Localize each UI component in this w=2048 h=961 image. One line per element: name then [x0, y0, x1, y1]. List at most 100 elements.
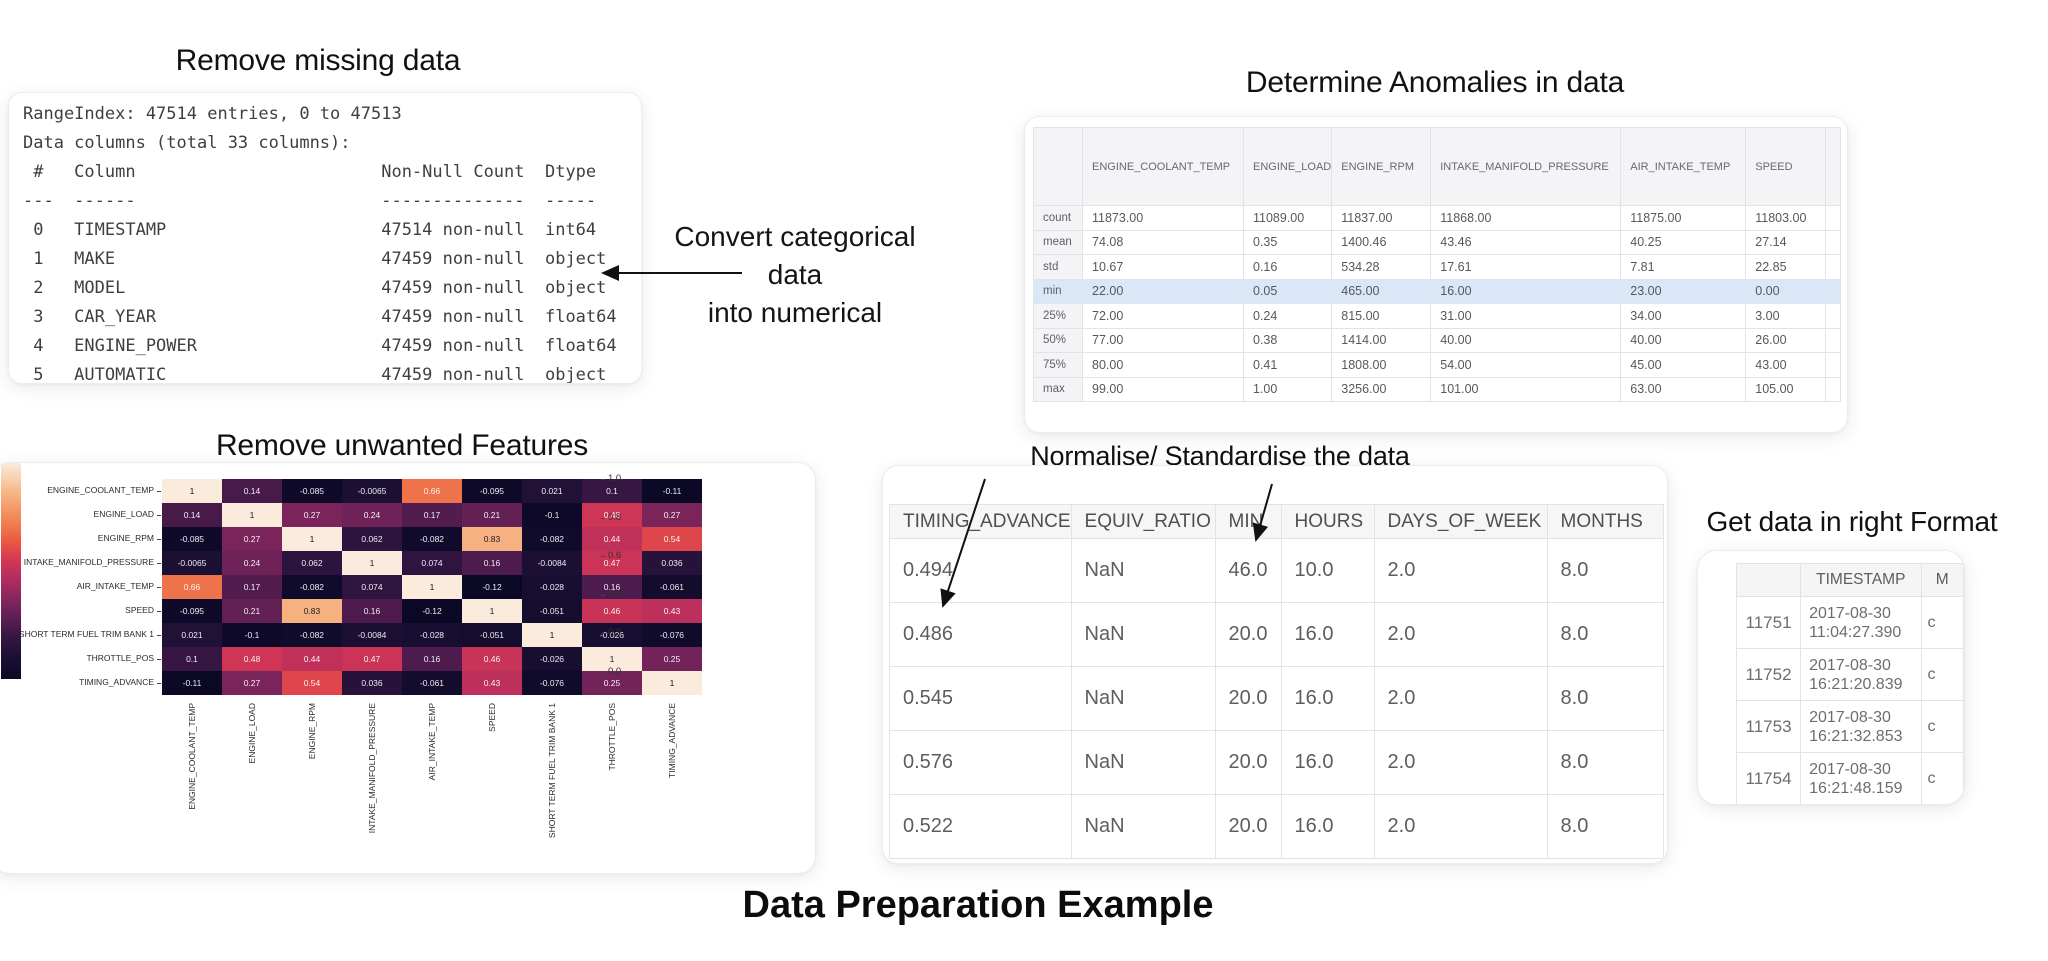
- cell: 45.00: [1620, 352, 1747, 378]
- heatmap-cell: 0.16: [342, 599, 402, 623]
- cell: 0.35: [1242, 229, 1333, 255]
- cell: NaN: [1070, 602, 1216, 667]
- column-header-cell: HOURS: [1280, 504, 1375, 539]
- heatmap-cell: 1: [342, 551, 402, 575]
- info-line: 3 CAR_YEAR 47459 non-null float64: [23, 307, 617, 327]
- heatmap-cell: 0.036: [342, 671, 402, 695]
- timestamp-header-cell: TIMESTAMP: [1800, 563, 1922, 597]
- column-header-cell: AIR_INTAKE_TEMP: [1620, 127, 1747, 206]
- heatmap-cell: -0.061: [642, 575, 702, 599]
- clipped-cell: c: [1920, 752, 1964, 804]
- heatmap-cell: 0.036: [642, 551, 702, 575]
- cell: 20.0: [1214, 602, 1282, 667]
- cell: 72.00: [1082, 303, 1244, 329]
- heatmap-cell: 0.14: [222, 479, 282, 503]
- cell: 0.576: [889, 730, 1072, 795]
- heatmap-cell: -0.11: [642, 479, 702, 503]
- cell: 43.46: [1430, 229, 1622, 255]
- heatmap-cell: -0.0084: [342, 623, 402, 647]
- cell: 40.00: [1430, 327, 1622, 353]
- column-header-cell: EQUIV_RATIO: [1070, 504, 1216, 539]
- cell: 465.00: [1331, 278, 1432, 304]
- cell: 7.81: [1620, 254, 1747, 280]
- heatmap-cell: 0.074: [402, 551, 462, 575]
- cell: 74.08: [1082, 229, 1244, 255]
- cell: 0.522: [889, 794, 1072, 859]
- row-index-cell: 75%: [1033, 352, 1083, 378]
- info-line: 1 MAKE 47459 non-null object: [23, 249, 617, 269]
- cell: 20.0: [1214, 730, 1282, 795]
- colorbar-tick-label: 0.0: [608, 665, 622, 677]
- cell: 22.85: [1745, 254, 1827, 280]
- cell: 20.0: [1214, 794, 1282, 859]
- cell: 11873.00: [1082, 205, 1244, 231]
- cell: 16.00: [1430, 278, 1622, 304]
- cell: 1400.46: [1331, 229, 1432, 255]
- cell: 0.486: [889, 602, 1072, 667]
- cell: 17.61: [1430, 254, 1622, 280]
- heatmap-cell: 0.54: [282, 671, 342, 695]
- heatmap-cell: 0.14: [162, 503, 222, 527]
- heatmap-cell: 0.66: [402, 479, 462, 503]
- heatmap-column-label: AIR_INTAKE_TEMP: [427, 703, 437, 781]
- y-tick: [157, 587, 161, 588]
- heatmap-cell: -0.082: [282, 575, 342, 599]
- heatmap-cell: -0.061: [402, 671, 462, 695]
- cell: 1.00: [1242, 376, 1333, 402]
- heatmap-cell: -0.0065: [342, 479, 402, 503]
- colorbar-tick-label: 0.6: [608, 550, 622, 562]
- cell: 2.0: [1373, 666, 1548, 731]
- title-determine-anomalies: Determine Anomalies in data: [1245, 66, 1625, 99]
- heatmap-column-label: ENGINE_LOAD: [247, 703, 257, 764]
- row-index-cell: 11753: [1735, 700, 1802, 753]
- info-line: 5 AUTOMATIC 47459 non-null object: [23, 365, 617, 384]
- heatmap-cell: 1: [402, 575, 462, 599]
- heatmap-cell: 0.47: [342, 647, 402, 671]
- cell: 1414.00: [1331, 327, 1432, 353]
- colorbar-tick: [601, 479, 605, 480]
- heatmap-cell: 0.1: [582, 479, 642, 503]
- row-index-cell: mean: [1033, 229, 1083, 255]
- index-header-cell: [1735, 563, 1802, 597]
- cell: 0.00: [1745, 278, 1827, 304]
- colorbar-tick-label: 0.4: [608, 588, 622, 600]
- heatmap-cell: -0.026: [582, 623, 642, 647]
- heatmap-cell: 0.46: [582, 599, 642, 623]
- clipped-cell: [1825, 327, 1842, 353]
- cell: 77.00: [1082, 327, 1244, 353]
- clipped-cell: c: [1920, 648, 1964, 701]
- heatmap-cell: 1: [642, 671, 702, 695]
- column-header-cell: SPEED: [1745, 127, 1827, 206]
- cell: 63.00: [1620, 376, 1747, 402]
- info-line: RangeIndex: 47514 entries, 0 to 47513: [23, 104, 402, 124]
- cell: 3.00: [1745, 303, 1827, 329]
- cell: 16.0: [1280, 794, 1375, 859]
- timestamp-line: 2017-08-30: [1809, 760, 1891, 778]
- cell: 54.00: [1430, 352, 1622, 378]
- cell: 0.16: [1242, 254, 1333, 280]
- annotation-convert-categorical: Convert categorical data into numerical: [640, 218, 950, 332]
- cell: NaN: [1070, 538, 1216, 603]
- index-header-cell: [1033, 127, 1083, 206]
- column-header-cell: MIN: [1214, 504, 1282, 539]
- cell: 22.00: [1082, 278, 1244, 304]
- cell: 11875.00: [1620, 205, 1747, 231]
- cell: 0.24: [1242, 303, 1333, 329]
- heatmap-cell: 0.24: [342, 503, 402, 527]
- cell: 8.0: [1546, 730, 1664, 795]
- clipped-cell: c: [1920, 596, 1964, 649]
- cell: 16.0: [1280, 602, 1375, 667]
- colorbar: [1, 463, 21, 679]
- heatmap-cell: 0.021: [522, 479, 582, 503]
- cell: 2.0: [1373, 602, 1548, 667]
- heatmap-column-label: TIMING_ADVANCE: [667, 703, 677, 778]
- heatmap-row-label: ENGINE_COOLANT_TEMP: [47, 485, 154, 495]
